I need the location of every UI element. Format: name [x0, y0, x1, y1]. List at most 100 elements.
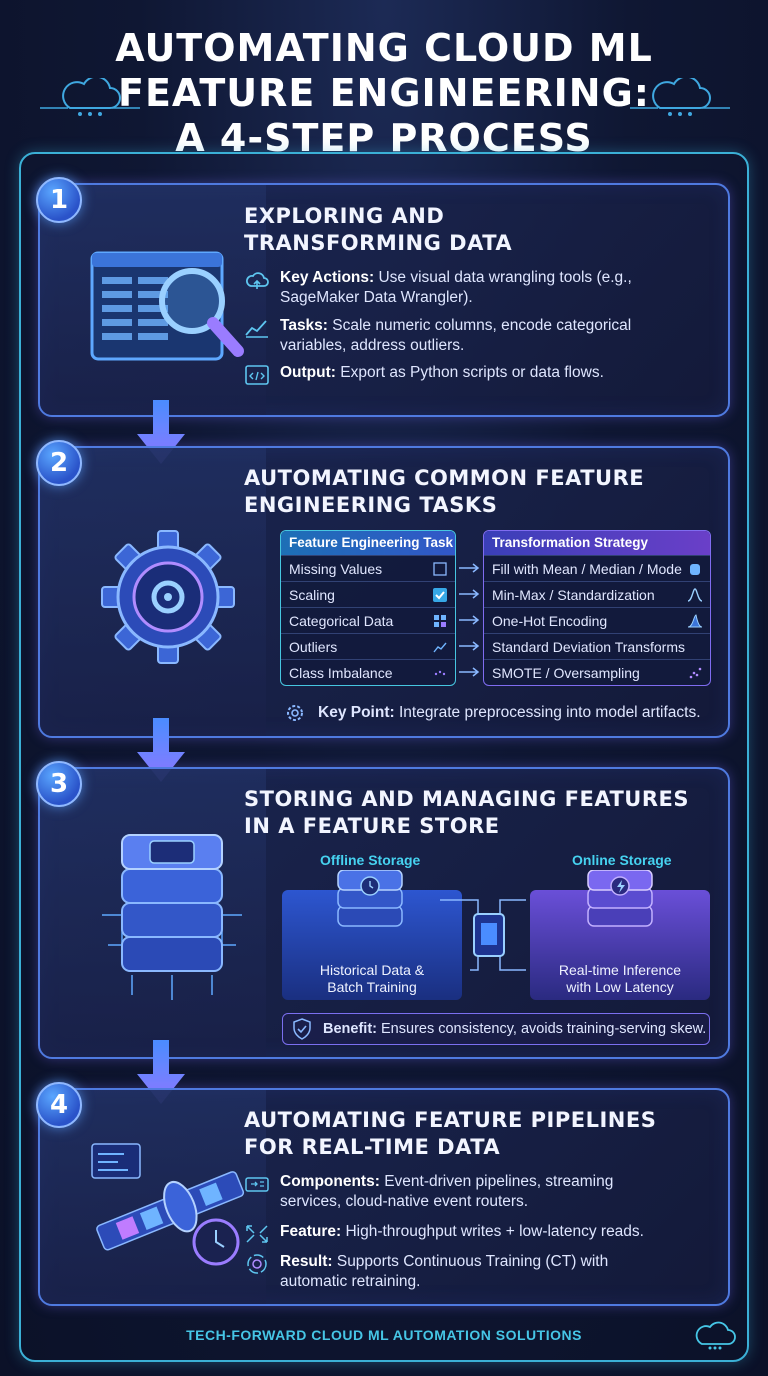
step-badge: 3	[36, 761, 82, 807]
bullet-text: Event-driven pipelines, streaming servic…	[280, 1173, 614, 1210]
step-3-title: STORING AND MANAGING FEATURES IN A FEATU…	[244, 786, 689, 840]
strategy-cell: Min-Max / Standardization	[492, 587, 655, 603]
shield-check-icon	[293, 1018, 311, 1040]
gear-icon	[101, 530, 235, 664]
page-title: AUTOMATING CLOUD ML FEATURE ENGINEERING:…	[0, 26, 768, 161]
strategy-cell: Fill with Mean / Median / Mode	[492, 561, 682, 577]
footer-tagline: TECH-FORWARD CLOUD ML AUTOMATION SOLUTIO…	[186, 1327, 582, 1343]
step-3-title-line-2: IN A FEATURE STORE	[244, 814, 500, 838]
throughput-arrows-icon	[246, 1225, 268, 1243]
bullet-text: Export as Python scripts or data flows.	[335, 364, 604, 381]
trend-line-icon	[433, 642, 447, 653]
database-stack-icon	[102, 834, 242, 1000]
table-row: Fill with Mean / Median / Mode	[484, 555, 710, 581]
title-line-2: FEATURE ENGINEERING:	[118, 71, 650, 115]
bullet-label: Output:	[280, 364, 336, 381]
scatter-plot-icon	[689, 667, 702, 679]
offline-storage-label: Offline Storage	[320, 852, 421, 868]
bullet-text: Supports Continuous Training (CT) with a…	[280, 1253, 609, 1290]
key-point-label: Key Point:	[318, 704, 395, 721]
bell-curve-icon	[688, 588, 702, 602]
task-cell: Scaling	[289, 587, 335, 603]
step-3-title-line-1: STORING AND MANAGING FEATURES	[244, 787, 689, 811]
step-4-title: AUTOMATING FEATURE PIPELINES FOR REAL-TI…	[244, 1107, 656, 1161]
chart-trend-icon	[245, 320, 268, 338]
table-header: Feature Engineering Task	[281, 531, 455, 555]
table-row: One-Hot Encoding	[484, 607, 710, 633]
bullet-label: Tasks:	[280, 317, 328, 334]
step-4-illustration-panel	[40, 1090, 266, 1304]
brain-cycle-icon	[247, 1254, 267, 1274]
step-1-bullet-tasks: Tasks: Scale numeric columns, encode cat…	[244, 316, 674, 356]
step-badge: 2	[36, 440, 82, 486]
step-4-bullet-result: Result: Supports Continuous Training (CT…	[244, 1252, 674, 1292]
offline-desc-line-1: Historical Data &	[319, 962, 425, 978]
table-row: Standard Deviation Transforms	[484, 633, 710, 659]
bullet-text: Use visual data wrangling tools (e.g., S…	[280, 269, 632, 306]
table-row: SMOTE / Oversampling	[484, 659, 710, 685]
cloud-circuit-icon	[630, 78, 730, 116]
step-2-title-line-2: ENGINEERING TASKS	[244, 493, 498, 517]
step-2-title: AUTOMATING COMMON FEATURE ENGINEERING TA…	[244, 465, 644, 519]
task-cell: Categorical Data	[289, 613, 394, 629]
table-row: Class Imbalance	[281, 659, 455, 685]
online-desc-line-2: with Low Latency	[566, 979, 674, 995]
clock-database-icon	[337, 870, 403, 927]
online-storage-label: Online Storage	[572, 852, 672, 868]
transformation-strategy-table: Transformation Strategy Fill with Mean /…	[483, 530, 711, 686]
step-4-card: 4	[36, 1082, 730, 1306]
grid-icon	[434, 615, 446, 627]
benefit-label: Benefit:	[323, 1021, 377, 1037]
cylinder-icon	[690, 564, 700, 575]
strategy-cell: Standard Deviation Transforms	[492, 639, 685, 655]
step-4-title-line-2: FOR REAL-TIME DATA	[244, 1135, 501, 1159]
scatter-icon	[434, 670, 446, 676]
benefit-text: Ensures consistency, avoids training-ser…	[376, 1021, 707, 1037]
table-row: Outliers	[281, 633, 455, 659]
arrow-right-icon	[459, 667, 480, 677]
task-cell: Class Imbalance	[289, 665, 393, 681]
step-1-bullet-key-actions: Key Actions: Use visual data wrangling t…	[244, 268, 674, 308]
offline-desc-line-2: Batch Training	[327, 979, 417, 995]
checkbox-checked-icon	[433, 588, 447, 602]
router-icon	[245, 1177, 269, 1192]
bullet-text: High-throughput writes + low-latency rea…	[341, 1223, 644, 1240]
step-2-key-point: Key Point: Integrate preprocessing into …	[282, 699, 712, 727]
table-row: Scaling	[281, 581, 455, 607]
arrow-down-icon	[137, 718, 185, 782]
arrow-right-icon	[459, 615, 480, 625]
step-3-illustration-panel	[40, 769, 266, 1057]
step-1-title-line-1: EXPLORING AND	[244, 204, 445, 228]
step-badge: 4	[36, 1082, 82, 1128]
magnifier-data-icon	[90, 251, 244, 361]
arrow-right-icon	[459, 563, 480, 573]
bullet-label: Feature:	[280, 1223, 342, 1240]
bullet-label: Key Actions:	[280, 269, 375, 286]
key-point-text: Integrate preprocessing into model artif…	[394, 704, 701, 721]
peak-icon	[688, 614, 702, 628]
step-2-illustration-panel	[40, 448, 266, 736]
step-1-title: EXPLORING AND TRANSFORMING DATA	[244, 203, 512, 257]
step-1-bullet-output: Output: Export as Python scripts or data…	[244, 363, 674, 386]
table-header: Transformation Strategy	[484, 531, 710, 555]
bullet-label: Components:	[280, 1173, 380, 1190]
empty-box-icon	[433, 562, 447, 576]
step-4-bullet-components: Components: Event-driven pipelines, stre…	[244, 1172, 674, 1212]
cloud-icon	[695, 1321, 736, 1350]
online-storage-desc: Real-time Inference with Low Latency	[530, 962, 710, 996]
feature-task-table: Feature Engineering Task Missing Values …	[280, 530, 456, 686]
bolt-database-icon	[587, 870, 653, 927]
step-3-benefit: Benefit: Ensures consistency, avoids tra…	[282, 1013, 710, 1045]
step-1-title-line-2: TRANSFORMING DATA	[244, 231, 513, 255]
table-row: Categorical Data	[281, 607, 455, 633]
strategy-cell: One-Hot Encoding	[492, 613, 608, 629]
bullet-label: Result:	[280, 1253, 333, 1270]
table-row: Min-Max / Standardization	[484, 581, 710, 607]
outer-frame	[19, 152, 749, 1362]
cloud-upload-icon	[246, 272, 269, 289]
step-4-title-line-1: AUTOMATING FEATURE PIPELINES	[244, 1108, 657, 1132]
online-desc-line-1: Real-time Inference	[558, 962, 682, 978]
gear-small-icon	[287, 705, 303, 721]
pipeline-clock-icon	[91, 1143, 245, 1266]
step-1-illustration-panel	[40, 185, 266, 415]
